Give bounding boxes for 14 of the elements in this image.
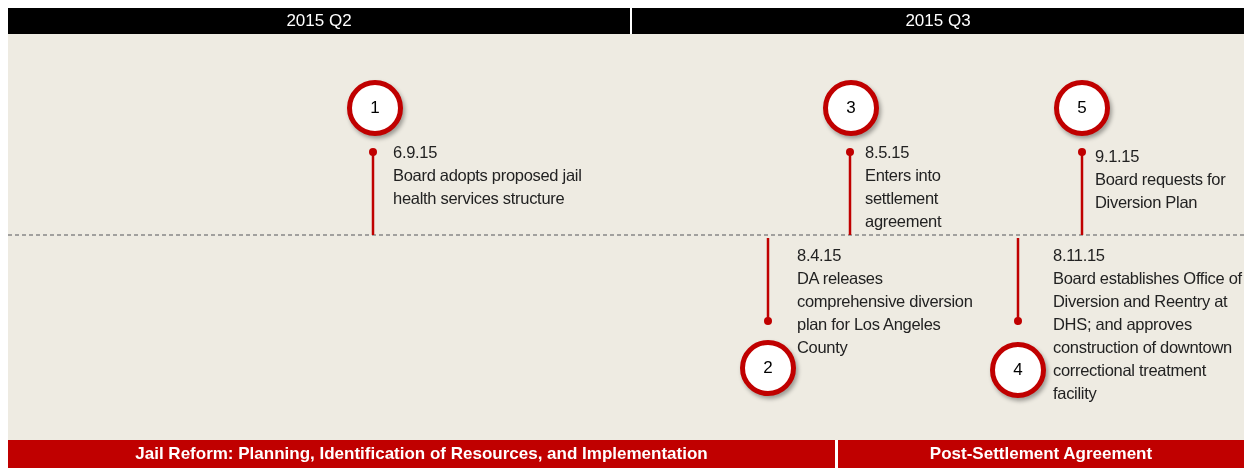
phase-banner: Post-Settlement Agreement (838, 440, 1244, 468)
event-description: Board adopts proposed jail health services structure (393, 165, 583, 209)
event-date: 8.5.15 (865, 142, 911, 163)
event-description: Board requests for Diversion Plan (1095, 169, 1227, 213)
quarter-header: 2015 Q2 (8, 8, 630, 34)
phase-banner: Jail Reform: Planning, Identification of Resources, and Implementation (8, 440, 835, 468)
quarter-header: 2015 Q3 (632, 8, 1244, 34)
event-date: 8.4.15 (797, 245, 843, 266)
event-date: 9.1.15 (1095, 146, 1141, 167)
event-date: 8.11.15 (1053, 245, 1106, 266)
event-description: Enters into settlement agreement (865, 165, 943, 232)
event-description: DA releases comprehensive diversion plan for Los Angeles County (797, 268, 974, 358)
event-date: 6.9.15 (393, 142, 439, 163)
event-description: Board establishes Office of Diversion and Reentry at DHS; and approves construction of downtown correctional treatment facility (1053, 268, 1243, 404)
